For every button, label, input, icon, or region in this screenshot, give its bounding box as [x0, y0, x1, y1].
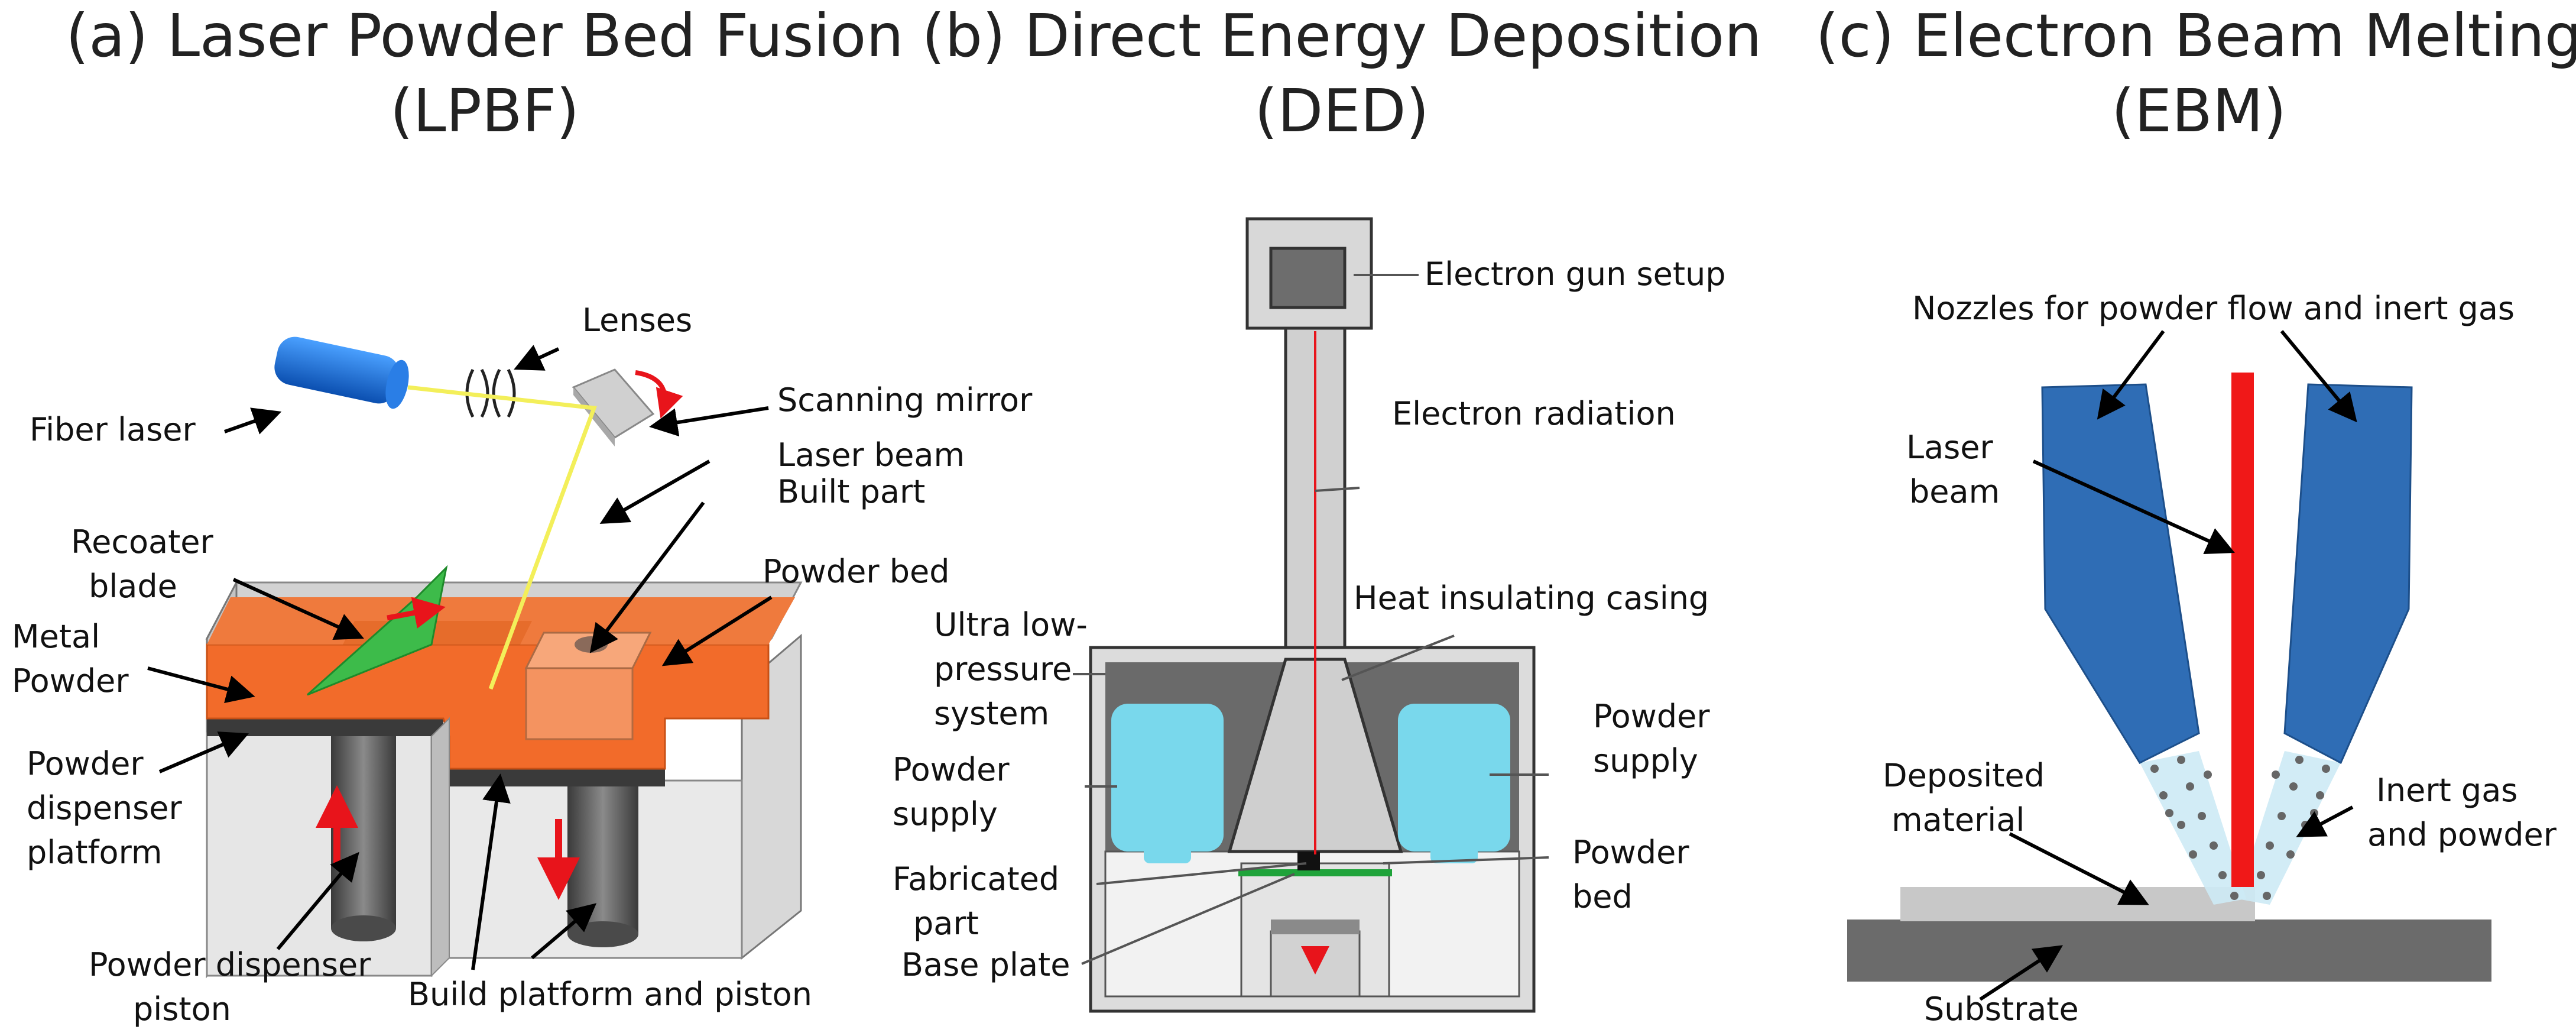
label-dispenser-platform-1: Powder — [27, 745, 144, 782]
powder-stream-right — [2237, 751, 2341, 905]
label-base-plate: Base plate — [901, 946, 1070, 983]
recoater-blade — [307, 565, 448, 696]
build-platform-plate — [449, 769, 665, 786]
label-powder-bed: Powder bed — [763, 553, 950, 590]
label-ultra-low-2: pressure — [934, 650, 1072, 688]
powder-particles — [2150, 756, 2330, 900]
label-ultra-low-1: Ultra low- — [934, 606, 1088, 643]
label-metal-powder-1: Metal — [12, 618, 100, 655]
panel-a-leaders — [147, 345, 773, 970]
label-metal-powder-2: Powder — [12, 662, 129, 700]
panel-a-lpbf: Lenses Fiber laser Scanning mirror Laser… — [12, 302, 1033, 1028]
panel-c-leaders — [1979, 330, 2357, 1001]
label-scanning-mirror: Scanning mirror — [777, 381, 1033, 419]
nozzle-left — [2041, 383, 2200, 764]
middle-divider — [431, 717, 450, 977]
built-part — [524, 632, 652, 740]
panel-c-ebm: Nozzles for powder flow and inert gas La… — [1847, 290, 2557, 1028]
label-powder-supply-left-2: supply — [893, 795, 998, 833]
label-powder-bed-2: bed — [1572, 878, 1633, 915]
label-build-platform: Build platform and piston — [408, 976, 812, 1013]
dispenser-chamber-front — [206, 732, 433, 977]
label-built-part: Built part — [777, 473, 925, 510]
title-a-line2: (LPBF) — [390, 76, 579, 145]
label-ultra-low-3: system — [934, 695, 1049, 732]
label-nozzles: Nozzles for powder flow and inert gas — [1912, 290, 2515, 327]
nozzle-right — [2283, 383, 2413, 765]
label-powder-bed-1: Powder — [1572, 834, 1689, 871]
label-powder-supply-right-2: supply — [1593, 742, 1698, 779]
dispenser-platform-plate — [207, 718, 443, 736]
label-recoater-1: Recoater — [71, 523, 214, 561]
label-electron-radiation: Electron radiation — [1392, 395, 1676, 432]
build-piston — [567, 781, 638, 934]
base-plate — [1238, 869, 1392, 876]
fiber-laser-icon — [274, 336, 409, 409]
label-substrate: Substrate — [1924, 990, 2079, 1028]
dispenser-piston — [331, 733, 396, 928]
powder-supply-left — [1111, 704, 1224, 852]
label-fabricated-part-2: part — [913, 905, 979, 942]
label-inert-gas-1: Inert gas — [2376, 772, 2517, 809]
label-inert-gas-2: and powder — [2367, 816, 2557, 853]
powder-supply-right — [1398, 704, 1510, 852]
deposited-material — [1900, 887, 2255, 921]
label-heat-casing: Heat insulating casing — [1354, 579, 1709, 617]
fabricated-part — [1297, 852, 1320, 870]
label-laser-beam-1: Laser — [1906, 429, 1994, 466]
title-b-line1: (b) Direct Energy Deposition — [922, 1, 1762, 70]
electron-gun-core — [1269, 247, 1347, 309]
label-deposited-1: Deposited — [1883, 757, 2045, 794]
label-dispenser-platform-2: dispenser — [27, 789, 182, 827]
laser-beam-path — [407, 385, 597, 690]
substrate — [1847, 920, 2491, 982]
label-fabricated-part-1: Fabricated — [893, 860, 1059, 898]
label-recoater-2: blade — [89, 568, 177, 605]
panel-b-ded: Electron gun setup Electron radiation He… — [893, 217, 1726, 1013]
label-deposited-2: material — [1892, 801, 2025, 838]
label-laser-beam-2: beam — [1909, 473, 2000, 510]
title-c-line1: (c) Electron Beam Melting — [1816, 1, 2576, 70]
powder-stream-left — [2140, 751, 2246, 905]
panel-titles: (a) Laser Powder Bed Fusion (LPBF) (b) D… — [66, 1, 2576, 145]
title-b-line2: (DED) — [1254, 76, 1429, 145]
panel-b-leaders — [1073, 274, 1549, 965]
label-dispenser-platform-3: platform — [27, 834, 162, 871]
label-lenses: Lenses — [582, 302, 692, 339]
label-dispenser-piston-1: Powder dispenser — [89, 946, 371, 983]
title-a-line1: (a) Laser Powder Bed Fusion — [66, 1, 903, 70]
title-c-line2: (EBM) — [2111, 76, 2286, 145]
laser-beam-bar — [2231, 373, 2254, 887]
label-dispenser-piston-2: piston — [133, 990, 231, 1028]
label-powder-supply-right-1: Powder — [1593, 698, 1710, 735]
label-fiber-laser: Fiber laser — [30, 411, 196, 448]
label-powder-supply-left-1: Powder — [893, 751, 1010, 788]
label-electron-gun: Electron gun setup — [1425, 255, 1726, 293]
label-laser-beam: Laser beam — [777, 436, 965, 474]
